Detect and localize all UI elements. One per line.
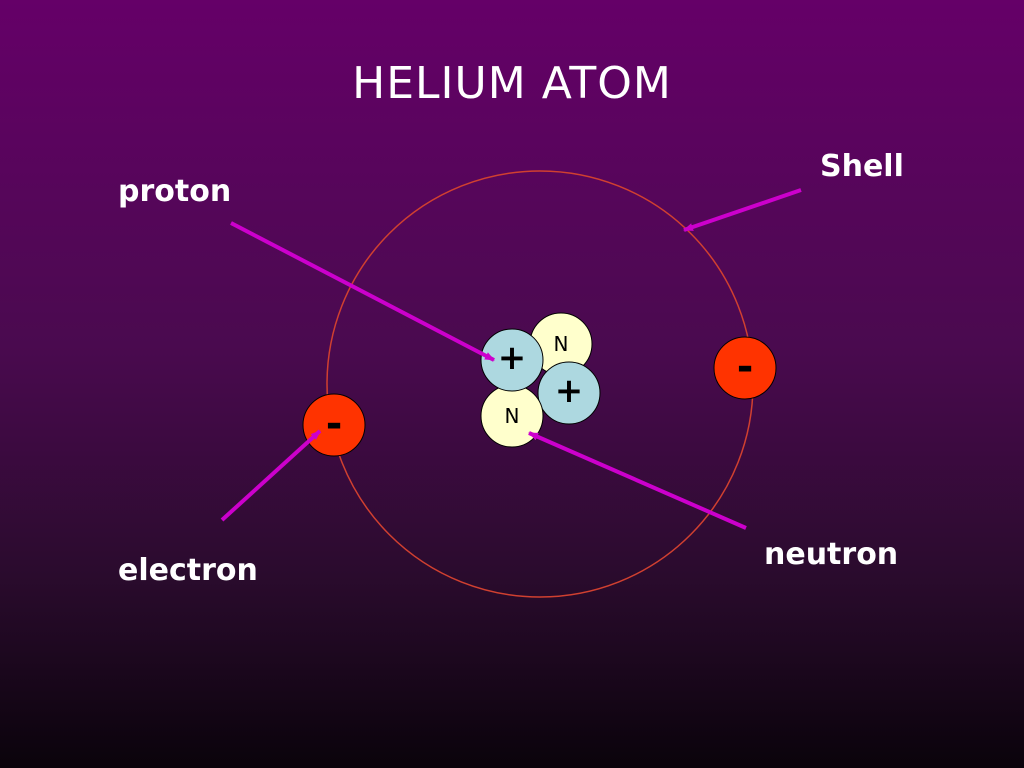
slide-title: HELIUM ATOM [352,58,672,109]
proton-right-symbol: + [555,371,584,411]
electron-right: - [713,336,777,400]
nucleus: N + N + [480,312,601,448]
electron-left: - [302,393,366,457]
electron-left-symbol: - [326,401,343,447]
neutron-top-symbol: N [554,332,569,356]
neutron-label: neutron [764,537,899,572]
electron-arrow [220,429,322,522]
proton-left-symbol: + [498,338,527,378]
shell-label: Shell [820,149,904,184]
shell-arrow [683,188,802,232]
electron-label: electron [118,553,258,588]
proton-left: + [480,328,544,392]
neutron-bottom: N [480,384,544,448]
proton-arrow [230,221,495,362]
proton-right: + [537,361,601,425]
neutron-bottom-symbol: N [505,404,520,428]
electron-right-symbol: - [737,344,754,390]
neutron-arrow [528,431,747,530]
proton-label: proton [118,174,232,209]
